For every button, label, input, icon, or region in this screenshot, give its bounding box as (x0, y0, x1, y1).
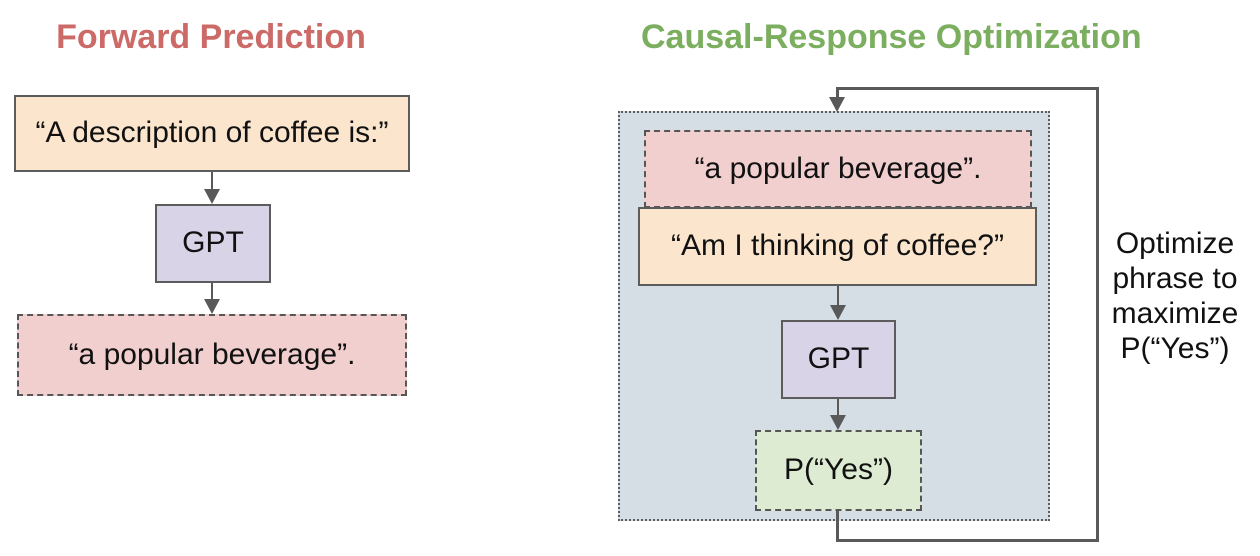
beverage-phrase-label: “a popular beverage”. (694, 151, 982, 185)
causal-response-title: Causal-Response Optimization (641, 18, 1142, 56)
coffee-description-box: “A description of coffee is:” (14, 95, 410, 172)
feedback-loop-segment-right (1096, 87, 1099, 542)
arrow-stem (211, 172, 213, 190)
gpt-box-causal: GPT (781, 320, 896, 399)
arrow-down-icon (204, 189, 220, 204)
arrow-stem (211, 283, 213, 300)
feedback-loop-segment-down (836, 511, 839, 541)
forward-prediction-title: Forward Prediction (56, 18, 366, 56)
gpt-label: GPT (807, 342, 870, 376)
gpt-box-forward: GPT (155, 204, 271, 283)
arrow-down-icon (830, 305, 846, 320)
feedback-arrow-down-icon (829, 97, 845, 112)
beverage-output-box: “a popular beverage”. (17, 314, 407, 396)
arrow-stem (837, 399, 839, 416)
arrow-stem (837, 286, 839, 306)
feedback-loop-segment-bottom (836, 539, 1099, 542)
p-yes-box: P(“Yes”) (755, 430, 922, 511)
beverage-phrase-box: “a popular beverage”. (644, 130, 1032, 208)
question-box: “Am I thinking of coffee?” (638, 207, 1037, 286)
arrow-down-icon (204, 299, 220, 314)
p-yes-label: P(“Yes”) (784, 453, 893, 487)
feedback-loop-segment-entry (836, 87, 839, 98)
arrow-down-icon (830, 415, 846, 430)
feedback-loop-segment-top (836, 87, 1099, 90)
gpt-label: GPT (182, 226, 244, 260)
optimize-note: Optimize phrase to maximize P(“Yes”) (1111, 227, 1239, 365)
beverage-output-label: “a popular beverage”. (68, 337, 356, 371)
coffee-description-label: “A description of coffee is:” (35, 116, 389, 150)
question-label: “Am I thinking of coffee?” (671, 229, 1004, 263)
